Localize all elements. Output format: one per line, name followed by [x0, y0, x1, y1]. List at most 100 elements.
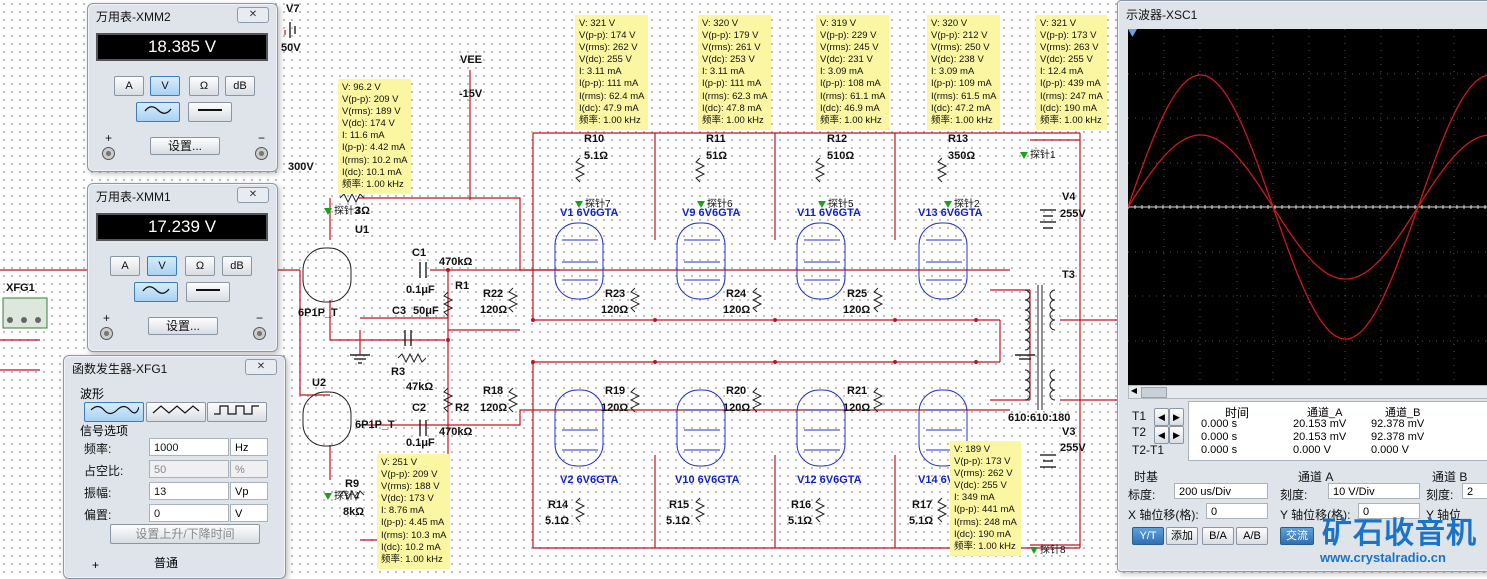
x-position-input[interactable]: 0: [1206, 503, 1268, 519]
xmm1-mode-v-button[interactable]: V: [147, 256, 177, 276]
r23-value: 120Ω: [601, 304, 629, 316]
probe-1[interactable]: 探针1: [1020, 146, 1056, 161]
probe-note-line: I(dc): 47.9 mA: [579, 102, 639, 114]
yt-mode-button[interactable]: Y/T: [1132, 527, 1164, 545]
r21-value: 120Ω: [843, 402, 871, 414]
xmm2-mode-v-button[interactable]: V: [150, 76, 180, 96]
cha-scale-label: 刻度:: [1280, 488, 1308, 502]
t1-right-arrow-icon[interactable]: ▶: [1169, 408, 1184, 426]
probe-note-line: I(dc): 190 mA: [1040, 102, 1098, 114]
probe-4[interactable]: 探针4: [324, 487, 360, 502]
ab-mode-button[interactable]: A/B: [1236, 527, 1268, 545]
r22-value: 120Ω: [480, 304, 508, 316]
xmm1-ac-button[interactable]: [134, 282, 178, 302]
xmm2-mode-a-button[interactable]: A: [114, 76, 144, 96]
xmm1-mode-db-button[interactable]: dB: [222, 256, 252, 276]
offset-input[interactable]: 0: [149, 504, 229, 522]
probe-7[interactable]: 探针7: [575, 195, 611, 210]
row-diff-time: 0.000 s: [1201, 444, 1238, 456]
scroll-left-icon[interactable]: ◀: [1130, 386, 1138, 395]
xmm2-settings-button[interactable]: 设置...: [150, 137, 220, 155]
add-mode-button[interactable]: 添加: [1166, 527, 1198, 545]
freq-unit-select[interactable]: Hz: [230, 438, 268, 456]
triangle-wave-button[interactable]: [146, 402, 206, 422]
xmm1-dc-button[interactable]: [186, 282, 230, 302]
probe-8[interactable]: 探针8: [1030, 541, 1066, 556]
probe-note-line: V(p-p): 173 V: [954, 456, 1011, 468]
timebase-scale-input[interactable]: 200 us/Div: [1174, 483, 1268, 499]
osc-scrollbar[interactable]: ◀: [1128, 385, 1487, 399]
probe-2[interactable]: 探针2: [944, 195, 980, 210]
rise-fall-time-button[interactable]: 设置上升/下降时间: [110, 524, 260, 544]
tube-v9[interactable]: V9 6V6GTA: [682, 207, 741, 219]
amplitude-unit-select[interactable]: Vp: [230, 482, 268, 500]
r25-label: R25: [847, 288, 868, 300]
oscilloscope-window[interactable]: 示波器-XSC1 ◀ T1 T2 T2-T1 ◀ ▶ ◀ ▶ 时间 通道_A 通…: [1117, 0, 1487, 572]
t2-left-arrow-icon[interactable]: ◀: [1154, 426, 1169, 444]
offset-unit-select[interactable]: V: [230, 504, 268, 522]
freq-input[interactable]: 1000: [149, 438, 229, 456]
c3-label: C3: [392, 305, 407, 317]
ba-mode-button[interactable]: B/A: [1202, 527, 1234, 545]
probe-6[interactable]: 探针6: [697, 195, 733, 210]
tube-v10[interactable]: V10 6V6GTA: [675, 474, 740, 486]
sine-wave-icon: [90, 405, 140, 415]
xmm1-close-button[interactable]: ✕: [237, 187, 269, 203]
offset-label: 偏置:: [84, 508, 112, 522]
xmm1-plus-terminal-icon[interactable]: [100, 327, 113, 340]
cha-scale-input[interactable]: 10 V/Div: [1328, 483, 1420, 499]
r12-label: R12: [827, 133, 848, 145]
probe-note-line: I(dc): 46.9 mA: [820, 102, 880, 114]
xmm1-mode-ohm-button[interactable]: Ω: [185, 256, 215, 276]
multimeter-xmm2-window[interactable]: 万用表-XMM2 ✕ 18.385 V A V Ω dB 设置... + −: [87, 3, 278, 172]
square-wave-button[interactable]: [207, 402, 267, 422]
v300-label: 300V: [288, 161, 314, 173]
xmm2-mode-ohm-button[interactable]: Ω: [189, 76, 219, 96]
tube-v2[interactable]: V2 6V6GTA: [560, 474, 619, 486]
cha-y-position-input[interactable]: 0: [1358, 503, 1420, 519]
r20-label: R20: [726, 385, 747, 397]
t2-right-arrow-icon[interactable]: ▶: [1169, 426, 1184, 444]
xmm1-settings-button[interactable]: 设置...: [148, 317, 218, 335]
xmm2-ac-button[interactable]: [136, 102, 180, 122]
c3-value: 50μF: [413, 305, 439, 317]
t1-label: T1: [1132, 409, 1147, 423]
r21-label: R21: [847, 385, 868, 397]
dc-line-icon: [198, 109, 222, 111]
r15-label: R15: [669, 499, 690, 511]
probe-note-line: I(p-p): 111 mA: [579, 78, 639, 90]
tube-v12[interactable]: V12 6V6GTA: [797, 474, 862, 486]
scroll-thumb[interactable]: [1141, 387, 1167, 398]
tube-v13[interactable]: V13 6V6GTA: [918, 207, 983, 219]
duty-input[interactable]: 50: [149, 460, 229, 478]
xmm2-title: 万用表-XMM2: [96, 10, 171, 24]
multimeter-xmm1-window[interactable]: 万用表-XMM1 ✕ 17.239 V A V Ω dB 设置... + −: [87, 183, 278, 352]
probe-note-line: V(p-p): 209 V: [342, 94, 399, 106]
xmm1-minus-terminal-icon[interactable]: [253, 327, 266, 340]
cha-ac-button[interactable]: 交流: [1280, 527, 1314, 545]
t1-left-arrow-icon[interactable]: ◀: [1154, 408, 1169, 426]
probe-note-line: V(p-p): 174 V: [579, 30, 636, 42]
xmm1-mode-a-button[interactable]: A: [110, 256, 140, 276]
duty-unit-select[interactable]: %: [230, 460, 268, 478]
sine-wave-button[interactable]: [84, 402, 144, 422]
xmm2-dc-button[interactable]: [188, 102, 232, 122]
tube-v11[interactable]: V11 6V6GTA: [797, 207, 861, 219]
probe-3[interactable]: 探针3: [324, 202, 360, 217]
probe-5[interactable]: 探针5: [818, 195, 854, 210]
xmm2-minus-terminal-icon[interactable]: [255, 147, 268, 160]
v3-value: 255V: [1060, 442, 1086, 454]
tube-v1[interactable]: V1 6V6GTA: [560, 207, 619, 219]
xmm2-mode-db-button[interactable]: dB: [225, 76, 255, 96]
probe-note-line: V(p-p): 173 V: [1040, 30, 1097, 42]
xfg-close-button[interactable]: ✕: [245, 359, 277, 375]
xmm2-plus-terminal-icon[interactable]: [102, 147, 115, 160]
xmm2-close-button[interactable]: ✕: [237, 7, 269, 23]
probe-note-line: V(p-p): 209 V: [381, 469, 438, 481]
chb-scale-input[interactable]: 2: [1462, 483, 1487, 499]
probe-note-line: V(dc): 174 V: [342, 118, 395, 130]
oscilloscope-screen[interactable]: [1128, 29, 1487, 385]
amplitude-input[interactable]: 13: [149, 482, 229, 500]
function-generator-window[interactable]: 函数发生器-XFG1 ✕ 波形 信号选项 频率: 1000 Hz 占空比: 50…: [63, 355, 286, 579]
